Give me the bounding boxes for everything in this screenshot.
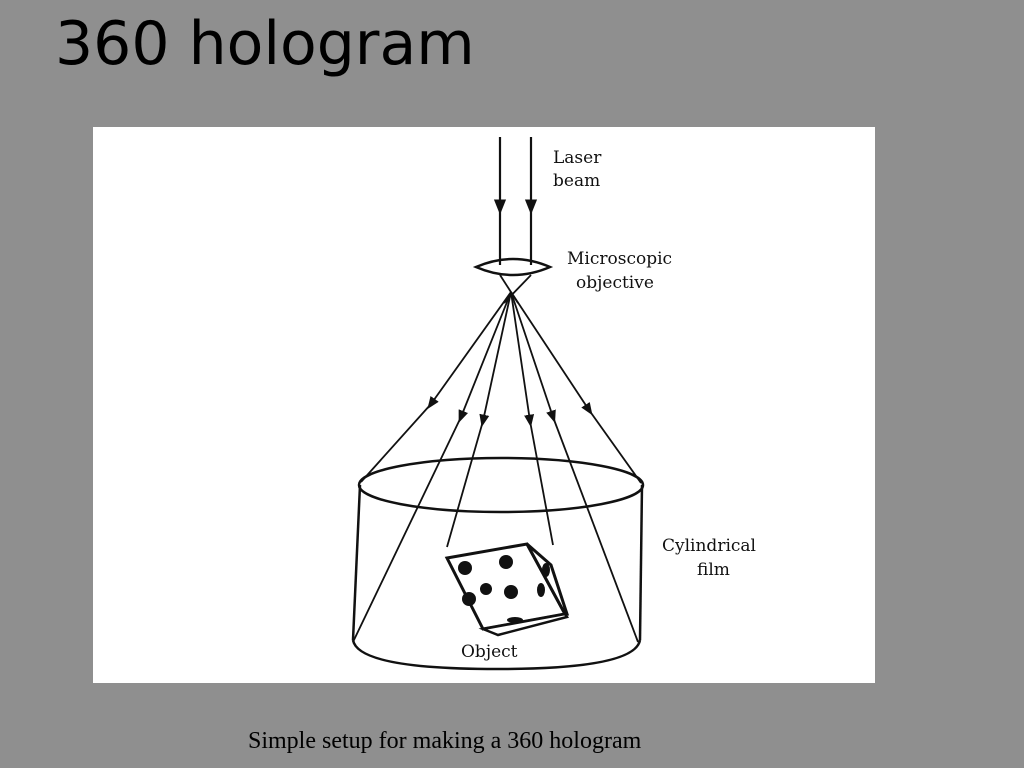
diagram-caption: Simple setup for making a 360 hologram bbox=[248, 728, 642, 754]
object-die bbox=[444, 542, 570, 637]
cylindrical-film bbox=[351, 456, 645, 671]
laser-label-line1: Laser bbox=[553, 148, 602, 168]
film-label-line1: Cylindrical bbox=[662, 536, 756, 556]
laser-label-line2: beam bbox=[553, 171, 600, 191]
diverging-rays bbox=[352, 291, 642, 643]
objective-label-line1: Microscopic bbox=[567, 249, 672, 269]
slide-title: 360 hologram bbox=[55, 9, 475, 79]
microscopic-objective-lens bbox=[472, 257, 554, 277]
objective-label-line2: objective bbox=[576, 273, 654, 293]
object-label: Object bbox=[461, 642, 518, 662]
laser-beam bbox=[493, 137, 538, 265]
hologram-setup-diagram: Laser beam Microscopic objective Cylindr… bbox=[93, 127, 875, 683]
film-label-line2: film bbox=[697, 560, 730, 580]
